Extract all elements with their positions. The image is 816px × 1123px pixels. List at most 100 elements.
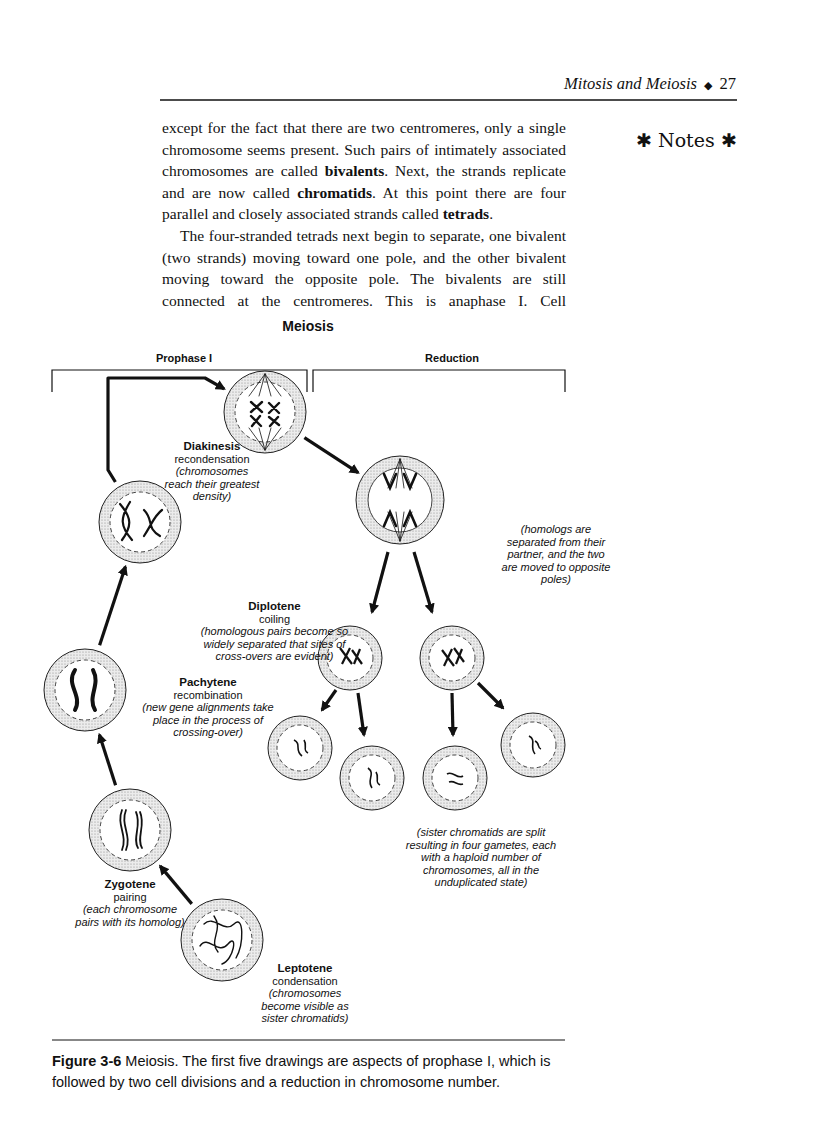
drawing-part bbox=[340, 648, 362, 664]
key-term: bivalents bbox=[325, 162, 384, 179]
running-header: Mitosis and Meiosis ◆ 27 bbox=[564, 74, 736, 94]
header-ornament: ◆ bbox=[704, 79, 712, 92]
body-sentence: The four-stranded tetrads next begin to … bbox=[162, 227, 566, 309]
drawing-part bbox=[110, 492, 170, 552]
stage-description: (new gene alignments take place in the p… bbox=[132, 701, 284, 739]
stage-arrow bbox=[100, 567, 126, 646]
bracket-label: Prophase I bbox=[104, 352, 264, 364]
paragraph: The four-stranded tetrads next begin to … bbox=[162, 225, 566, 311]
pachytene-cell: Pachytenerecombination(new gene alignmen… bbox=[43, 648, 127, 732]
stage-arrow bbox=[99, 735, 115, 786]
stage-description: (each chromosome pairs with its homolog) bbox=[75, 903, 185, 928]
drawing-part bbox=[235, 382, 295, 442]
caption-rule bbox=[52, 1040, 565, 1041]
daughter-cell bbox=[420, 626, 484, 690]
drawing-part bbox=[368, 768, 380, 788]
drawing-part bbox=[200, 916, 242, 964]
drawing-part bbox=[447, 773, 463, 784]
stage-name: Diakinesis bbox=[162, 440, 262, 453]
cell-outline bbox=[98, 480, 182, 564]
drawing-part bbox=[322, 690, 336, 710]
drawing-part bbox=[268, 716, 332, 780]
drawing-part bbox=[294, 740, 308, 756]
stage-label: Zygotenepairing(each chromosome pairs wi… bbox=[75, 878, 185, 928]
stage-arrow bbox=[160, 866, 192, 904]
body-text: except for the fact that there are two c… bbox=[162, 117, 566, 311]
drawing-part bbox=[372, 552, 388, 612]
drawing-part bbox=[99, 481, 181, 563]
drawing-part bbox=[423, 746, 487, 810]
figure-caption: Figure 3-6 Meiosis. The first five drawi… bbox=[52, 1051, 572, 1093]
body-sentence: . bbox=[489, 205, 493, 222]
cell-outline bbox=[355, 455, 445, 545]
stage-description: (chromosomes become visible as sister ch… bbox=[255, 987, 355, 1025]
key-term: chromatids bbox=[297, 184, 372, 201]
diplotene-cell: Diplotenecoiling(homologous pairs become… bbox=[98, 480, 182, 564]
header-rule bbox=[160, 99, 737, 101]
gamete-cell bbox=[268, 716, 332, 780]
drawing-part bbox=[181, 899, 263, 981]
stage-label: Diplotenecoiling(homologous pairs become… bbox=[192, 600, 357, 663]
drawing-part bbox=[89, 789, 171, 871]
gamete-note: (sister chromatids are split resulting i… bbox=[395, 826, 567, 889]
stage-process: recondensation bbox=[162, 453, 262, 466]
drawing-part bbox=[89, 789, 171, 871]
diakinesis-cell: Diakinesisrecondensation(chromosomes rea… bbox=[223, 370, 307, 454]
reduction-bracket bbox=[313, 370, 565, 392]
drawing-part bbox=[251, 402, 279, 426]
drawing-part bbox=[340, 746, 404, 810]
cell-outline bbox=[180, 898, 264, 982]
drawing-part bbox=[358, 693, 364, 735]
stage-name: Pachytene bbox=[132, 676, 284, 689]
header-title: Mitosis and Meiosis bbox=[564, 74, 697, 94]
anaphase-cell: (homologs are separated from their partn… bbox=[355, 455, 445, 545]
stage-name: Zygotene bbox=[75, 878, 185, 891]
drawing-part bbox=[99, 481, 181, 563]
drawing-part bbox=[120, 502, 162, 540]
stage-process: condensation bbox=[255, 975, 355, 988]
leptotene-cell: Leptotenecondensation(chromosomes become… bbox=[180, 898, 264, 982]
drawing-part bbox=[420, 626, 484, 690]
drawing-part bbox=[529, 736, 541, 754]
drawing-part bbox=[44, 649, 126, 731]
drawing-part bbox=[452, 693, 453, 735]
stage-process: coiling bbox=[192, 613, 357, 626]
drawing-part bbox=[368, 468, 432, 532]
key-term: tetrads bbox=[443, 205, 490, 222]
drawing-part bbox=[55, 660, 115, 720]
cell-outline bbox=[88, 788, 172, 872]
zygotene-cell: Zygotenepairing(each chromosome pairs wi… bbox=[88, 788, 172, 872]
drawing-part bbox=[192, 910, 252, 970]
drawing-part bbox=[414, 552, 432, 612]
drawing-part bbox=[277, 725, 323, 771]
gamete-cell bbox=[340, 746, 404, 810]
drawing-part bbox=[356, 456, 444, 544]
stage-label: Pachytenerecombination(new gene alignmen… bbox=[132, 676, 284, 739]
division-arrows bbox=[322, 552, 503, 735]
drawing-part bbox=[356, 456, 444, 544]
drawing-part bbox=[120, 810, 142, 850]
stage-arrow bbox=[304, 438, 358, 473]
stage-process: pairing bbox=[75, 891, 185, 904]
bracket-label: Reduction bbox=[372, 352, 532, 364]
stage-description: (chromosomes reach their greatest densit… bbox=[162, 465, 262, 503]
stage-label: (homologs are separated from their partn… bbox=[500, 523, 612, 586]
stage-label: Leptotenecondensation(chromosomes become… bbox=[255, 962, 355, 1025]
drawing-part bbox=[384, 474, 416, 526]
drawing-part bbox=[181, 899, 263, 981]
drawing-part bbox=[388, 459, 412, 541]
paragraph: except for the fact that there are two c… bbox=[162, 117, 566, 225]
notes-heading: ✱ Notes ✱ bbox=[636, 129, 737, 151]
cell-outline bbox=[43, 648, 127, 732]
caption-text: Meiosis. The first five drawings are asp… bbox=[52, 1053, 551, 1090]
gamete-cell bbox=[501, 713, 565, 777]
drawing-part bbox=[501, 713, 565, 777]
drawing-part bbox=[44, 649, 126, 731]
page-number: 27 bbox=[720, 74, 737, 94]
stage-name: Leptotene bbox=[255, 962, 355, 975]
stage-label: Diakinesisrecondensation(chromosomes rea… bbox=[162, 440, 262, 503]
figure-title: Meiosis bbox=[208, 318, 408, 334]
drawing-part bbox=[432, 755, 478, 801]
drawing-part bbox=[442, 648, 464, 666]
drawing-part bbox=[349, 755, 395, 801]
